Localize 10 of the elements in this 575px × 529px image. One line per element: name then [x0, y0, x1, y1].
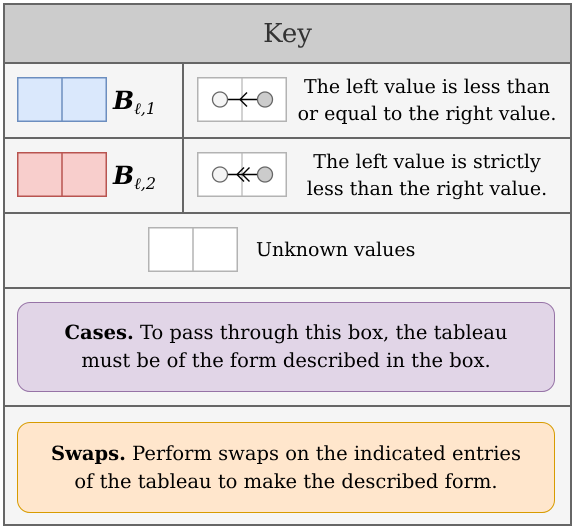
symbol-label: B$_{ℓ,2}$ — [113, 160, 156, 190]
legend-text: The left value is less than or equal to the right value. — [296, 74, 558, 126]
symbol-label: B$_{ℓ,1}$ — [113, 86, 156, 116]
note-box — [17, 422, 555, 513]
box-text: Swaps. Perform swaps on the indicated entries of the tableau to make the described form. — [50, 440, 522, 494]
box-text: Cases. To pass through this box, the tableau must be of the form described in the box. — [63, 320, 508, 374]
title-text: Key — [263, 18, 312, 50]
legend-text: The left value is strictly less than the right value. — [306, 150, 548, 202]
legend-text: Unknown values — [256, 238, 416, 263]
note-box — [17, 302, 555, 392]
